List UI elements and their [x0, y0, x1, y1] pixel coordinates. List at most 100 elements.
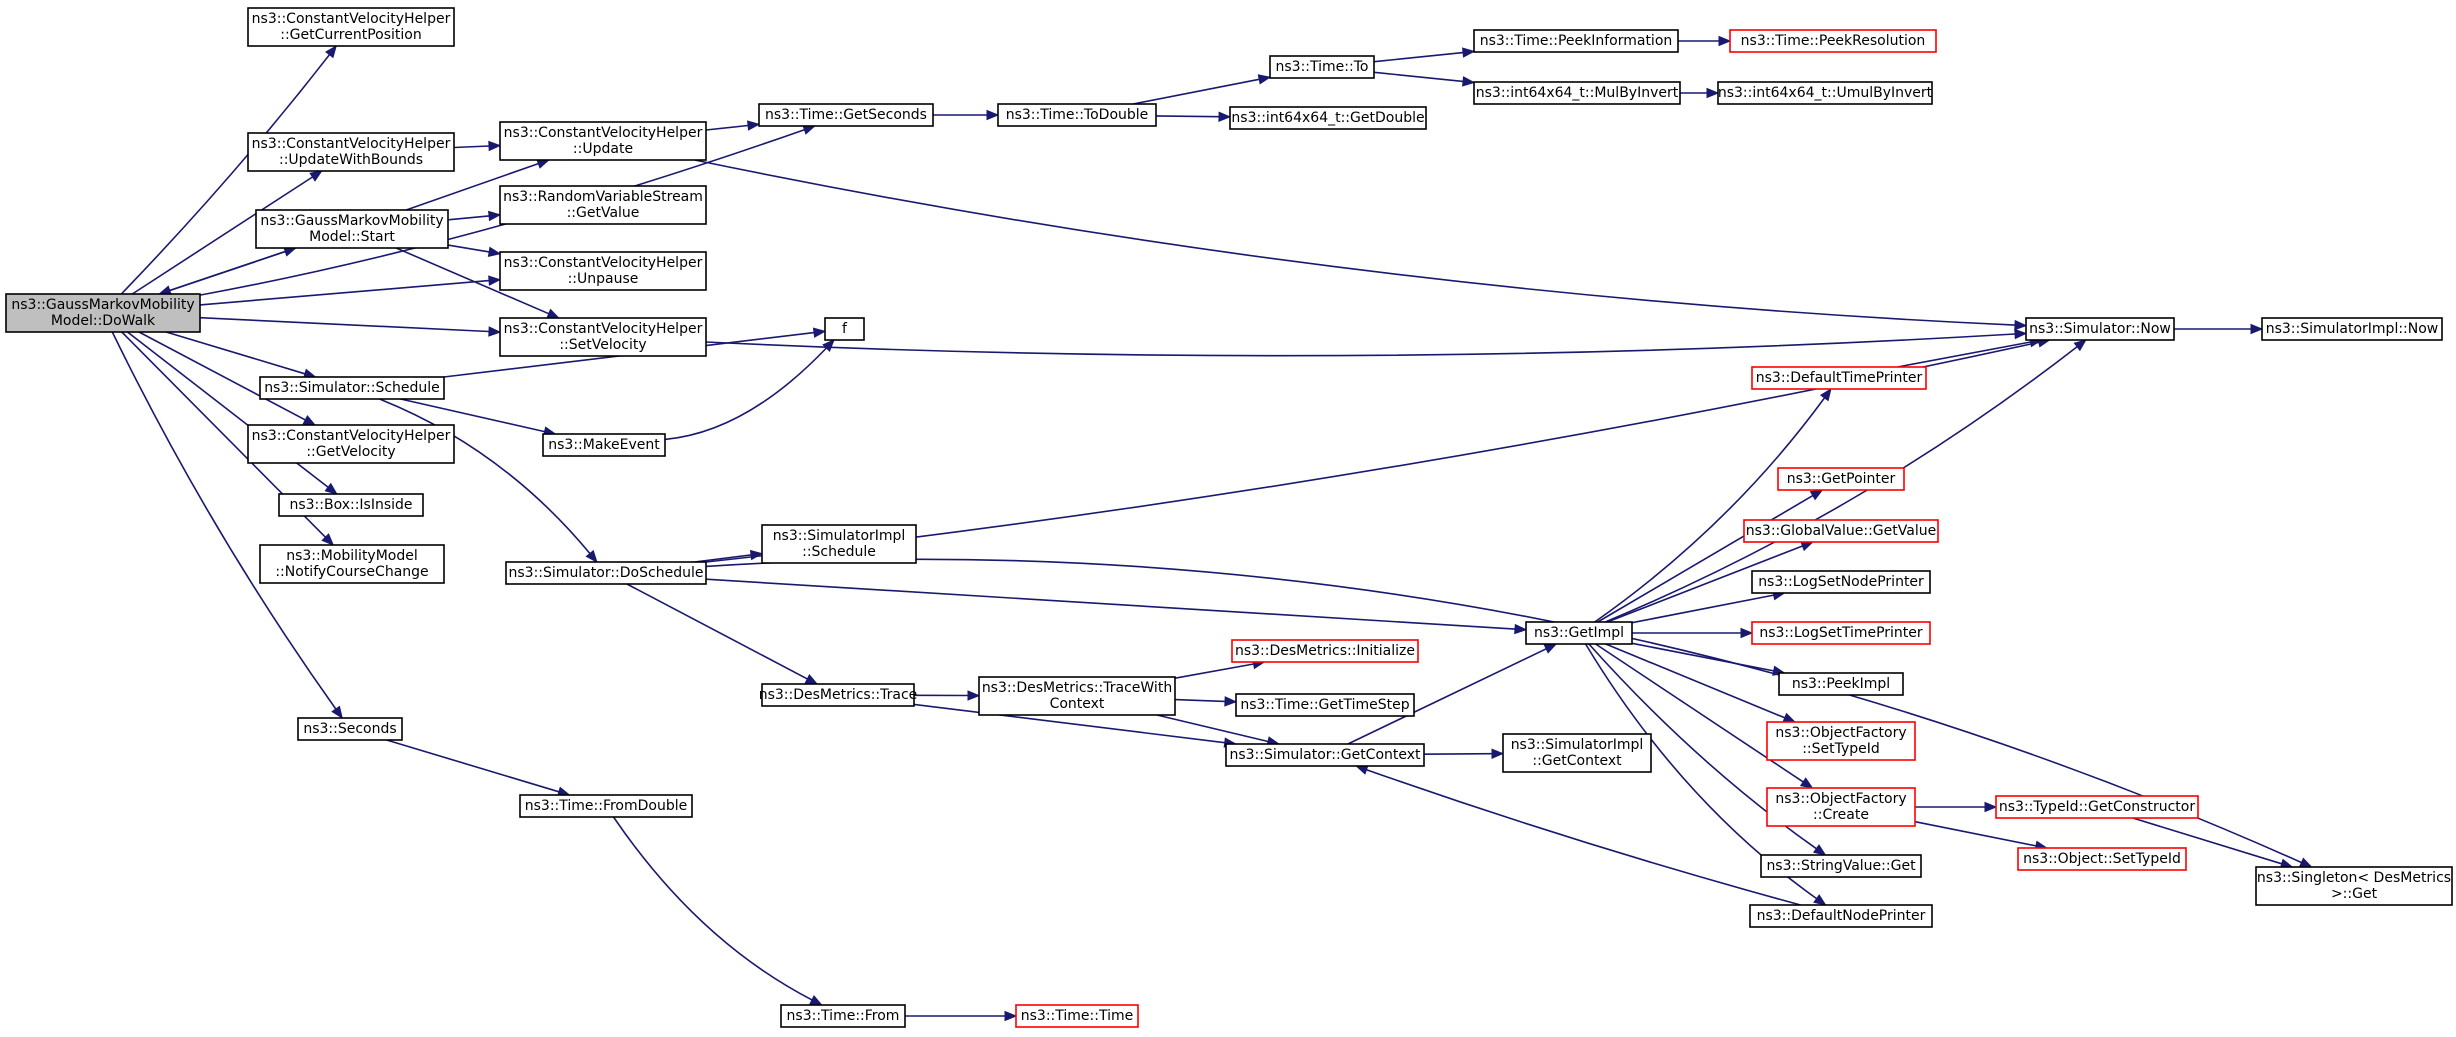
- edge-line: [405, 162, 539, 211]
- node-gvgetvalue[interactable]: ns3::GlobalValue::GetValue: [1743, 519, 1939, 543]
- node-logtime[interactable]: ns3::LogSetTimePrinter: [1751, 621, 1931, 645]
- node-notify[interactable]: ns3::MobilityModel::NotifyCourseChange: [259, 544, 445, 584]
- node-cvupdate[interactable]: ns3::ConstantVelocityHelper::Update: [499, 121, 707, 161]
- node-setvelocity[interactable]: ns3::ConstantVelocityHelper::SetVelocity: [499, 317, 707, 357]
- edge-line: [626, 583, 808, 680]
- edge-line: [1897, 341, 2031, 368]
- node-label: ns3::ConstantVelocityHelper: [504, 321, 703, 337]
- node-implgetcontext[interactable]: ns3::SimulatorImpl::GetContext: [1502, 733, 1652, 773]
- node-box: [259, 544, 445, 584]
- call-edge-doschedule-to-destrace: [626, 583, 819, 685]
- edge-line: [138, 331, 306, 421]
- node-box: [1777, 467, 1905, 491]
- node-simnow[interactable]: ns3::Simulator::Now: [2025, 317, 2175, 341]
- node-implnow[interactable]: ns3::SimulatorImpl::Now: [2261, 317, 2443, 341]
- node-getpointer[interactable]: ns3::GetPointer: [1777, 467, 1905, 491]
- edge-line: [111, 331, 337, 710]
- call-edge-updatewb-to-cvupdate: [453, 140, 502, 152]
- node-timeto[interactable]: ns3::Time::To: [1269, 55, 1375, 79]
- node-implschedule[interactable]: ns3::SimulatorImpl::Schedule: [761, 524, 917, 564]
- call-edge-getimpl-to-ofsettypeid: [1605, 643, 1797, 723]
- node-getdouble[interactable]: ns3::int64x64_t::GetDouble: [1229, 106, 1427, 130]
- node-label: ns3::Time::GetTimeStep: [1240, 697, 1409, 713]
- edge-line: [199, 316, 490, 333]
- arrowhead-icon: [967, 690, 981, 701]
- node-getcontext[interactable]: ns3::Simulator::GetContext: [1225, 743, 1425, 767]
- node-box: [247, 7, 455, 47]
- node-box: [247, 132, 455, 172]
- node-timefrom[interactable]: ns3::Time::From: [780, 1004, 906, 1028]
- node-updatewb[interactable]: ns3::ConstantVelocityHelper::UpdateWithB…: [247, 132, 455, 172]
- call-edge-dowalk-to-updatewb: [131, 170, 323, 295]
- node-label: ns3::Singleton< DesMetrics: [2257, 870, 2451, 886]
- node-schedule[interactable]: ns3::Simulator::Schedule: [259, 376, 445, 400]
- node-f[interactable]: f: [824, 317, 865, 341]
- node-getseconds[interactable]: ns3::Time::GetSeconds: [758, 103, 934, 127]
- node-label: ns3::ConstantVelocityHelper: [504, 125, 703, 141]
- arrowhead-icon: [1799, 777, 1814, 789]
- node-destrace[interactable]: ns3::DesMetrics::Trace: [759, 683, 918, 707]
- node-box: [1525, 621, 1633, 645]
- node-rvsgetvalue[interactable]: ns3::RandomVariableStream::GetValue: [499, 185, 707, 225]
- node-label: ::Schedule: [802, 544, 876, 560]
- arrowhead-icon: [812, 327, 827, 338]
- node-isinside[interactable]: ns3::Box::IsInside: [278, 493, 424, 517]
- arrowhead-icon: [1224, 696, 1238, 707]
- node-label: ns3::GaussMarkovMobility: [260, 213, 443, 229]
- call-edge-mulbyinvert-to-umulbyinvert: [1680, 87, 1720, 99]
- node-unpause[interactable]: ns3::ConstantVelocityHelper::Unpause: [499, 251, 707, 291]
- node-box: [1995, 795, 2199, 819]
- node-box: [1766, 721, 1916, 761]
- node-getcurpos[interactable]: ns3::ConstantVelocityHelper::GetCurrentP…: [247, 7, 455, 47]
- node-mulbyinvert[interactable]: ns3::int64x64_t::MulByInvert: [1473, 81, 1681, 105]
- node-label: ns3::ObjectFactory: [1775, 791, 1906, 807]
- arrowhead-icon: [2073, 339, 2087, 352]
- node-doschedule[interactable]: ns3::Simulator::DoSchedule: [505, 561, 707, 585]
- arrowhead-icon: [1718, 35, 1732, 47]
- node-objsettypeid[interactable]: ns3::Object::SetTypeId: [2017, 847, 2187, 871]
- call-edge-getseconds-to-todouble: [932, 109, 1000, 121]
- node-timetime[interactable]: ns3::Time::Time: [1015, 1004, 1139, 1028]
- node-box: [255, 209, 449, 249]
- node-getvelocity[interactable]: ns3::ConstantVelocityHelper::GetVelocity: [247, 424, 455, 464]
- node-getconstructor[interactable]: ns3::TypeId::GetConstructor: [1995, 795, 2199, 819]
- node-box: [499, 185, 707, 225]
- edge-line: [705, 578, 1516, 630]
- node-peekres[interactable]: ns3::Time::PeekResolution: [1729, 29, 1937, 53]
- node-label: ns3::StringValue::Get: [1766, 858, 1916, 874]
- call-edge-cvupdate-to-simnow: [694, 159, 2028, 331]
- node-lognode[interactable]: ns3::LogSetNodePrinter: [1751, 570, 1931, 594]
- call-edge-fromdouble-to-timefrom: [612, 816, 823, 1006]
- node-ofsettypeid[interactable]: ns3::ObjectFactory::SetTypeId: [1766, 721, 1916, 761]
- node-getimpl[interactable]: ns3::GetImpl: [1525, 621, 1633, 645]
- node-desinit[interactable]: ns3::DesMetrics::Initialize: [1231, 639, 1419, 663]
- node-label: ns3::Simulator::GetContext: [1229, 747, 1421, 763]
- arrowhead-icon: [488, 210, 502, 222]
- edge-line: [447, 244, 490, 253]
- call-edge-todouble-to-timeto: [1132, 74, 1272, 105]
- node-deftimeprinter[interactable]: ns3::DefaultTimePrinter: [1751, 366, 1927, 390]
- node-singleton[interactable]: ns3::Singleton< DesMetrics >::Get: [2255, 866, 2453, 906]
- node-gettimestep[interactable]: ns3::Time::GetTimeStep: [1235, 693, 1415, 717]
- call-edge-cvupdate-to-getseconds: [705, 120, 761, 131]
- edge-line: [1607, 545, 1803, 623]
- node-ofcreate[interactable]: ns3::ObjectFactory::Create: [1766, 787, 1916, 827]
- arrowhead-icon: [2250, 323, 2264, 335]
- call-edge-getimpl-to-getpointer: [1597, 489, 1824, 623]
- arrowhead-icon: [1514, 623, 1528, 635]
- node-makeevent[interactable]: ns3::MakeEvent: [542, 433, 666, 457]
- node-fromdouble[interactable]: ns3::Time::FromDouble: [519, 794, 693, 818]
- arrowhead-icon: [331, 705, 343, 720]
- node-stringget[interactable]: ns3::StringValue::Get: [1760, 854, 1922, 878]
- node-peekinfo[interactable]: ns3::Time::PeekInformation: [1473, 29, 1679, 53]
- node-box: [1751, 621, 1931, 645]
- node-defnodeprinter[interactable]: ns3::DefaultNodePrinter: [1749, 904, 1933, 928]
- node-box: [1231, 639, 1419, 663]
- node-seconds[interactable]: ns3::Seconds: [297, 717, 403, 741]
- node-peekimpl[interactable]: ns3::PeekImpl: [1778, 672, 1904, 696]
- node-todouble[interactable]: ns3::Time::ToDouble: [997, 103, 1157, 127]
- node-umulbyinvert[interactable]: ns3::int64x64_t::UmulByInvert: [1717, 81, 1933, 105]
